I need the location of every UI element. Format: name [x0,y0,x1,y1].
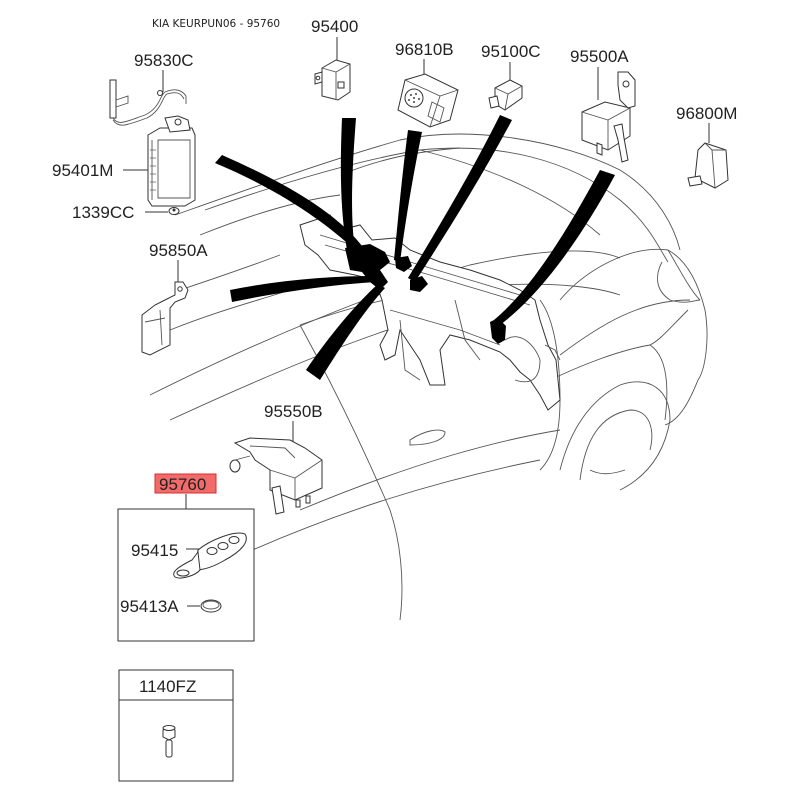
part-label-95550B[interactable]: 95550B [264,402,323,421]
part-95830C[interactable]: 95830C [109,51,194,126]
part-95400[interactable]: 95400 [311,17,358,101]
part-1339CC[interactable]: 1339CC [72,203,180,222]
part-95550B[interactable]: 95550B [229,402,323,515]
highlight-box [154,473,217,494]
part-label-1339CC[interactable]: 1339CC [72,203,134,222]
part-label-95100C[interactable]: 95100C [481,42,541,61]
pointer-95500A [494,170,615,325]
diagram-header-title: KIA KEURPUN06 - 95760 [152,18,280,30]
part-95850A[interactable]: 95850A [141,241,208,356]
pointer-95550B [306,284,385,380]
part-label-95830C[interactable]: 95830C [134,51,194,70]
pointer-arrows [215,115,615,380]
part-95500A[interactable]: 95500A [570,47,636,163]
part-label-1140FZ[interactable]: 1140FZ [139,677,196,696]
pointer-95850A [230,276,375,302]
part-label-95415[interactable]: 95415 [131,541,178,560]
part-95401M[interactable]: 95401M [52,115,196,207]
pointer-95100C [408,115,512,282]
part-label-95760[interactable]: 95760 [159,475,206,494]
part-label-95401M[interactable]: 95401M [52,161,113,180]
part-label-95413A[interactable]: 95413A [120,597,179,616]
part-label-96800M[interactable]: 96800M [676,104,737,123]
part-label-95850A[interactable]: 95850A [149,241,208,260]
part-label-95500A[interactable]: 95500A [570,47,629,66]
part-95100C[interactable]: 95100C [481,42,541,111]
part-96810B[interactable]: 96810B [395,40,459,128]
pointer-95400 [340,118,356,250]
bolt-box [118,669,234,782]
part-96800M[interactable]: 96800M [676,104,737,189]
pointer-96810B [394,130,422,262]
pointer-95401M [215,155,365,255]
part-95415[interactable]: 95415 [131,532,247,579]
part-1140FZ[interactable]: 1140FZ [118,669,234,782]
part-label-96810B[interactable]: 96810B [395,40,454,59]
part-95413A[interactable]: 95413A [120,597,222,616]
part-label-95400[interactable]: 95400 [311,17,358,36]
